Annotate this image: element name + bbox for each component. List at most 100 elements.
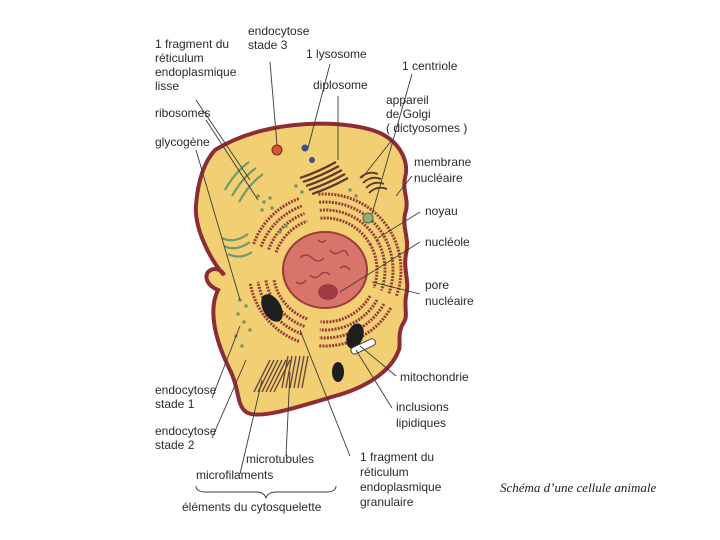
rough-er-cisterna <box>368 243 379 289</box>
label-diplosome: diplosome <box>313 78 368 92</box>
smooth-er-tubule <box>227 251 253 258</box>
leader-line <box>195 149 241 301</box>
ribosome-dot <box>240 344 244 348</box>
ribosome-dot <box>278 230 282 234</box>
rough-er-cisterna <box>272 278 308 321</box>
microfilament <box>273 359 291 393</box>
rough-er-cisterna <box>319 299 379 332</box>
microtubule <box>281 355 289 389</box>
rough-er-cisterna <box>375 239 387 292</box>
smooth-er-tubule <box>224 161 250 191</box>
label-noyau: noyau <box>425 204 458 218</box>
golgi-cisterna <box>305 169 343 188</box>
ribosome-dot <box>248 328 252 332</box>
microtubule <box>301 355 309 389</box>
label-mitochondrie: mitochondrie <box>400 370 469 384</box>
golgi-cisterna <box>311 177 349 196</box>
label-reticulum-lisse: 1 fragment du réticulum endoplasmique li… <box>155 37 240 93</box>
ribosome-dot <box>256 194 260 198</box>
rough-er-cisterna <box>267 212 306 251</box>
smooth-endoplasmic-reticulum <box>221 161 264 258</box>
leader-line <box>211 325 241 399</box>
microfilament <box>265 359 283 393</box>
leader-line <box>211 359 247 439</box>
ribosome-dot <box>354 194 358 198</box>
label-glycogene: glycogène <box>155 135 210 149</box>
rough-er-cisterna <box>252 197 300 245</box>
ribosome-dot <box>242 320 246 324</box>
leader-line <box>269 61 278 146</box>
ribosome-dot <box>270 206 274 210</box>
rough-er-cisterna <box>318 192 393 233</box>
golgi-cisterna <box>308 173 346 192</box>
ribosome-dot <box>244 304 248 308</box>
microfilament <box>269 359 287 393</box>
microtubule <box>289 355 297 389</box>
golgi-cisterna <box>368 186 388 194</box>
smooth-er-tubule <box>223 241 251 250</box>
ribosome-dot <box>294 184 298 188</box>
ribosome-dot <box>260 208 264 212</box>
smooth-er-tubule <box>221 233 249 242</box>
rough-er-cisterna <box>319 208 379 241</box>
ribosome-dot <box>262 200 266 204</box>
golgi-apparatus <box>299 161 388 196</box>
leader-line <box>377 211 421 239</box>
leader-line <box>361 139 393 179</box>
leader-line <box>195 99 251 181</box>
leader-line <box>359 345 397 377</box>
label-membrane-nucleaire: membrane nucléaire <box>414 155 475 185</box>
label-endocytose-3: endocytose stade 3 <box>248 24 313 52</box>
ribosome-dot <box>300 190 304 194</box>
label-lysosome: 1 lysosome <box>306 47 367 61</box>
leader-line <box>285 371 291 457</box>
chromatin-strand <box>295 279 307 285</box>
golgi-cisterna <box>359 171 379 179</box>
endocytosis-vesicle-stage-3 <box>271 144 283 156</box>
ribosome-dot <box>284 224 288 228</box>
ribosome-dot <box>236 312 240 316</box>
leader-lines <box>195 61 421 475</box>
mitochondrion <box>346 323 364 349</box>
chromatin-strand <box>299 254 325 262</box>
smooth-er-tubule <box>238 173 264 203</box>
rough-er-cisterna <box>320 216 372 245</box>
leader-line <box>371 281 421 295</box>
leader-line <box>239 379 263 475</box>
rough-er-cisterna <box>320 295 372 324</box>
labels-group: 1 fragment du réticulum endoplasmique li… <box>155 24 475 514</box>
chromatin <box>295 239 351 285</box>
leader-line <box>299 329 351 457</box>
golgi-cisterna <box>362 176 382 184</box>
mitochondria-group <box>261 294 364 382</box>
rough-er-cisterna <box>382 235 395 294</box>
figure-caption: Schéma d’une cellule animale <box>500 480 657 495</box>
label-reticulum-granulaire: 1 fragment du réticulum endoplasmique gr… <box>360 450 445 509</box>
rough-endoplasmic-reticulum <box>248 192 403 348</box>
label-endocytose-1: endocytose stade 1 <box>155 383 220 411</box>
microtubule <box>285 355 293 389</box>
microfilament <box>253 359 271 393</box>
label-cytosquelette: éléments du cytosquelette <box>182 500 322 514</box>
chromatin-strand <box>317 239 327 243</box>
leader-line <box>339 241 421 293</box>
leader-line <box>307 63 331 149</box>
leader-line <box>395 175 413 197</box>
lysosome-2 <box>309 157 315 163</box>
nucleolus <box>318 284 338 300</box>
label-microtubules: microtubules <box>246 452 314 466</box>
golgi-cisterna <box>302 165 340 184</box>
lysosome <box>301 144 309 152</box>
leader-line <box>355 349 393 409</box>
golgi-cisterna <box>299 161 337 180</box>
label-ribosomes: ribosomes <box>155 106 210 120</box>
leader-line <box>205 119 259 201</box>
ribosome-dot <box>348 188 352 192</box>
centriole-body <box>362 212 374 224</box>
rough-er-cisterna <box>259 204 303 248</box>
mitochondrion <box>261 294 283 322</box>
label-microfilaments: microfilaments <box>196 468 273 482</box>
microtubule <box>293 355 301 389</box>
chromatin-strand <box>339 265 351 271</box>
